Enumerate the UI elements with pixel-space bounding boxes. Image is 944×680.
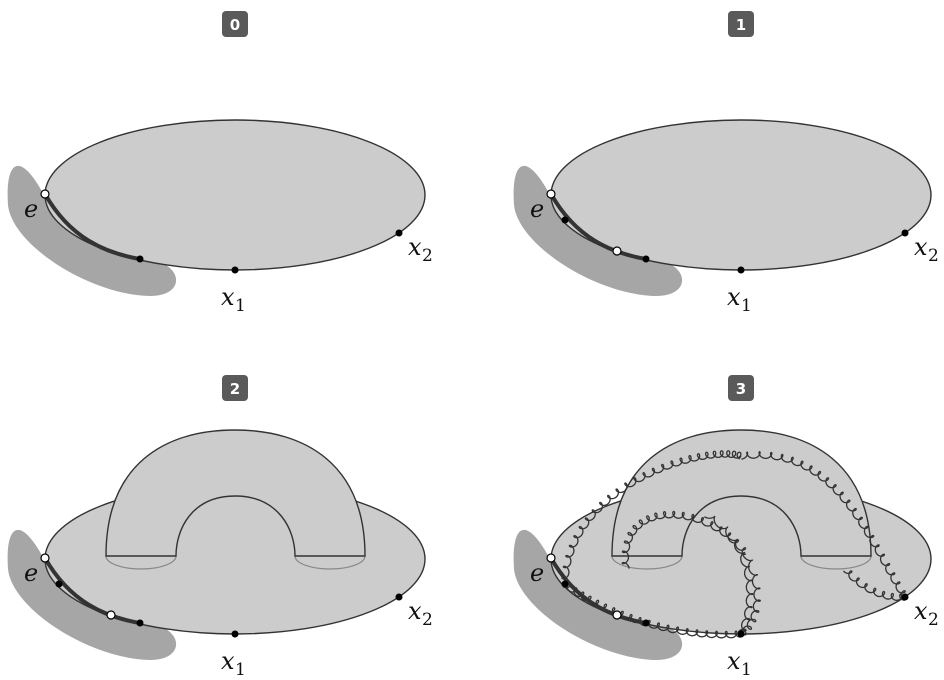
svg-text:2: 2 xyxy=(422,610,433,630)
svg-text:x: x xyxy=(408,597,422,625)
label-x2: x 2 xyxy=(914,597,939,630)
marked-point-filled xyxy=(642,619,650,627)
label-x1: x 1 xyxy=(727,283,752,316)
panel-badge: 0 xyxy=(222,11,248,37)
coiled-curve xyxy=(739,555,762,636)
label-e: e xyxy=(530,559,544,587)
coiled-curves xyxy=(561,450,906,639)
marked-point-filled xyxy=(561,580,569,588)
point-x1 xyxy=(231,630,239,638)
point-x2 xyxy=(395,229,403,237)
coiled-curve xyxy=(561,450,742,585)
panel-3: 3 e x 1 x 2 xyxy=(513,375,939,680)
marked-point-open xyxy=(40,553,50,563)
coiled-curve xyxy=(741,451,906,599)
label-x2: x 2 xyxy=(914,233,939,266)
handle-tube xyxy=(611,429,872,557)
marked-point-open xyxy=(612,610,622,620)
marked-point-open xyxy=(612,246,622,256)
svg-text:x: x xyxy=(914,233,928,261)
marked-point-filled xyxy=(55,580,63,588)
label-e: e xyxy=(530,195,544,223)
marked-point-open xyxy=(106,610,116,620)
svg-text:1: 1 xyxy=(741,660,752,680)
point-x1 xyxy=(231,266,239,274)
boundary-arc xyxy=(43,556,142,625)
panel-badge: 1 xyxy=(728,11,754,37)
label-x1: x 1 xyxy=(221,283,246,316)
svg-text:3: 3 xyxy=(736,380,746,398)
marked-point-open xyxy=(546,189,556,199)
svg-text:1: 1 xyxy=(235,296,246,316)
point-x1 xyxy=(737,630,745,638)
svg-text:1: 1 xyxy=(736,16,746,34)
label-x1: x 1 xyxy=(221,647,246,680)
boundary-arc xyxy=(549,192,648,261)
svg-text:2: 2 xyxy=(422,246,433,266)
marked-point-filled xyxy=(136,255,144,263)
svg-text:x: x xyxy=(727,647,741,675)
coiled-curve xyxy=(621,510,747,569)
svg-text:x: x xyxy=(914,597,928,625)
marked-point-filled xyxy=(561,216,569,224)
label-x1: x 1 xyxy=(727,647,752,680)
svg-text:1: 1 xyxy=(741,296,752,316)
marked-point-open xyxy=(40,189,50,199)
svg-text:2: 2 xyxy=(928,246,939,266)
svg-text:x: x xyxy=(221,647,235,675)
label-e: e xyxy=(24,195,38,223)
point-x2 xyxy=(901,593,909,601)
svg-text:2: 2 xyxy=(230,380,240,398)
point-x1 xyxy=(737,266,745,274)
marked-point-open xyxy=(546,553,556,563)
panel-badge: 3 xyxy=(728,375,754,401)
panel-badge: 2 xyxy=(222,375,248,401)
point-x2 xyxy=(901,229,909,237)
panel-0: 0 e x 1 x 2 xyxy=(7,11,433,316)
marked-point-filled xyxy=(136,619,144,627)
boundary-arc xyxy=(43,192,142,261)
label-e: e xyxy=(24,559,38,587)
svg-text:x: x xyxy=(727,283,741,311)
svg-text:x: x xyxy=(408,233,422,261)
coiled-curve xyxy=(704,515,754,635)
svg-text:0: 0 xyxy=(230,16,240,34)
svg-text:x: x xyxy=(221,283,235,311)
handle-tube xyxy=(105,429,366,557)
label-x2: x 2 xyxy=(408,233,433,266)
marked-point-filled xyxy=(642,255,650,263)
point-x2 xyxy=(395,593,403,601)
coiled-curve xyxy=(562,582,742,639)
boundary-arc xyxy=(549,556,648,625)
coiled-curve xyxy=(842,570,906,601)
svg-text:2: 2 xyxy=(928,610,939,630)
panel-1: 1 e x 1 x 2 xyxy=(513,11,939,316)
label-x2: x 2 xyxy=(408,597,433,630)
svg-text:1: 1 xyxy=(235,660,246,680)
panel-2: 2 e x 1 x 2 xyxy=(7,375,433,680)
